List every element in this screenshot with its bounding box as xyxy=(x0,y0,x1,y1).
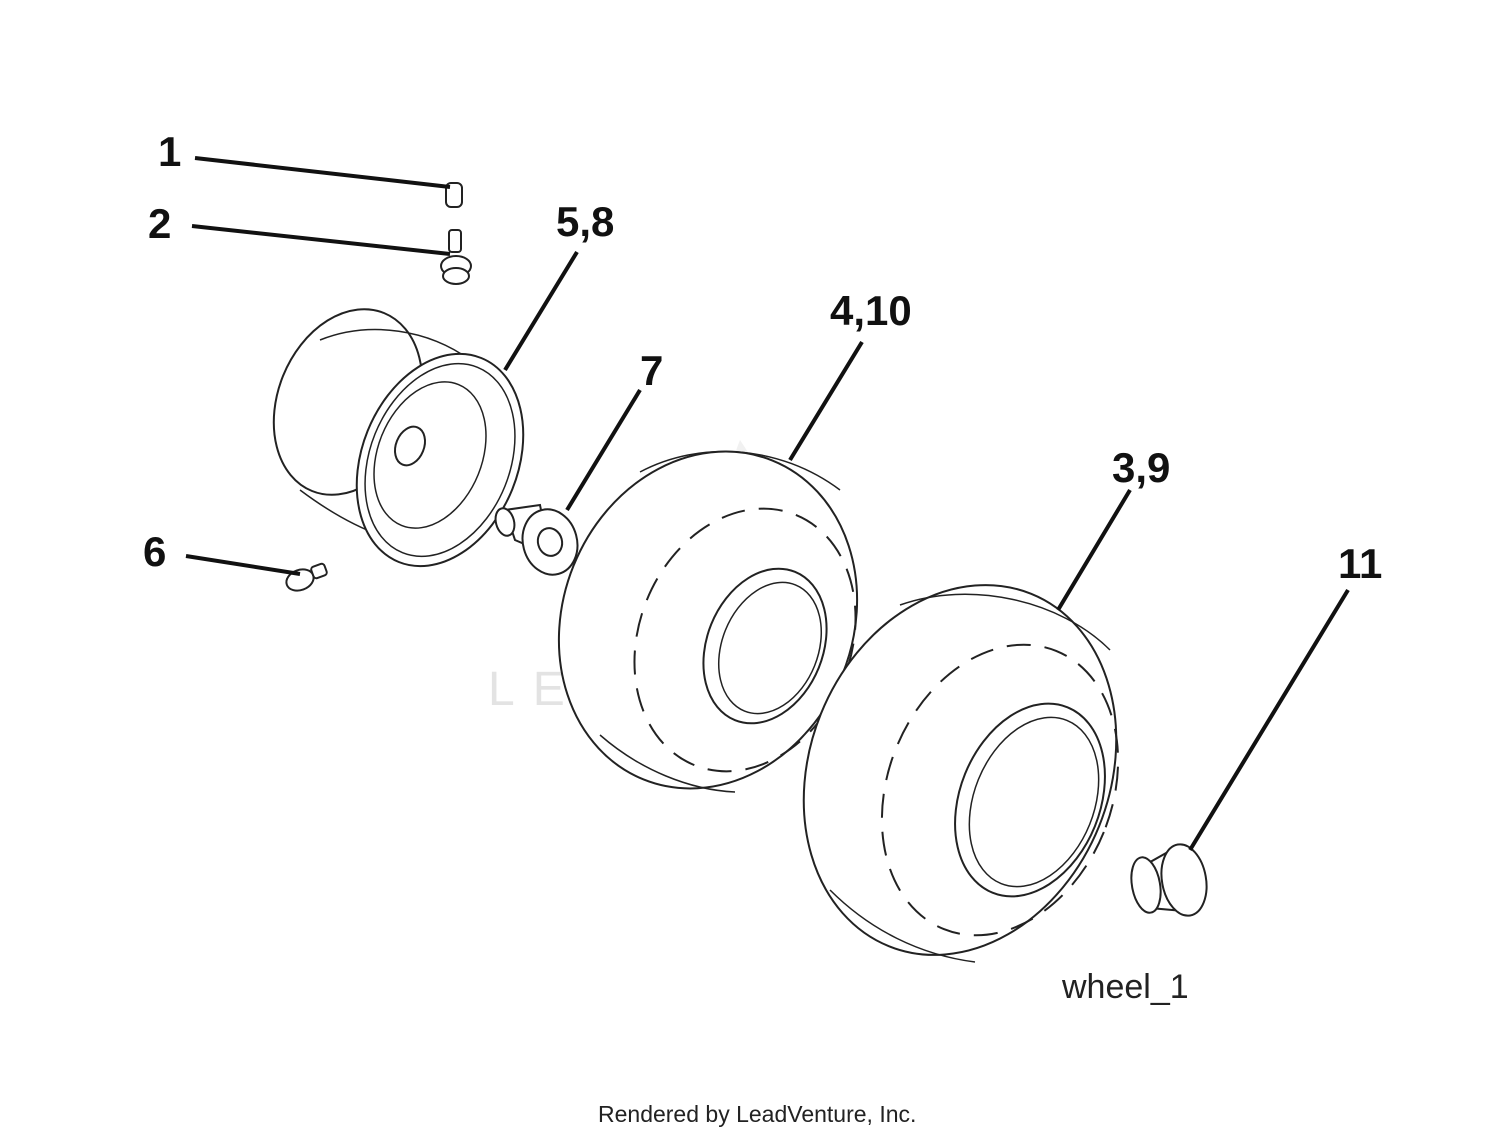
callout-6: 6 xyxy=(143,528,166,575)
valve-stem-part xyxy=(440,229,472,285)
leader-line-6 xyxy=(185,554,301,576)
leader-line-1 xyxy=(194,156,451,189)
grease-fitting-part xyxy=(285,562,328,592)
rim-part xyxy=(272,308,525,568)
callout-1: 1 xyxy=(158,128,181,175)
leader-line-3-9 xyxy=(1056,488,1132,612)
bushing-part xyxy=(494,503,579,576)
valve-cap-part xyxy=(445,182,463,208)
rear-tire-part xyxy=(802,584,1120,963)
callout-11: 11 xyxy=(1338,540,1382,587)
callout-5-8: 5,8 xyxy=(556,198,614,245)
hub-cap-part xyxy=(1130,843,1208,917)
callout-4-10: 4,10 xyxy=(830,287,912,334)
leader-line-5-8 xyxy=(503,250,579,372)
callout-7: 7 xyxy=(640,347,663,394)
leader-line-7 xyxy=(565,388,642,512)
leader-line-4-10 xyxy=(788,340,864,462)
front-tire-part xyxy=(557,450,859,793)
figure-label: wheel_1 xyxy=(1061,968,1189,1006)
callout-2: 2 xyxy=(148,200,171,247)
leader-line-11 xyxy=(1188,588,1350,852)
callout-3-9: 3,9 xyxy=(1112,444,1170,491)
rendered-by-credit: Rendered by LeadVenture, Inc. xyxy=(598,1101,916,1127)
leader-line-2 xyxy=(191,224,451,256)
